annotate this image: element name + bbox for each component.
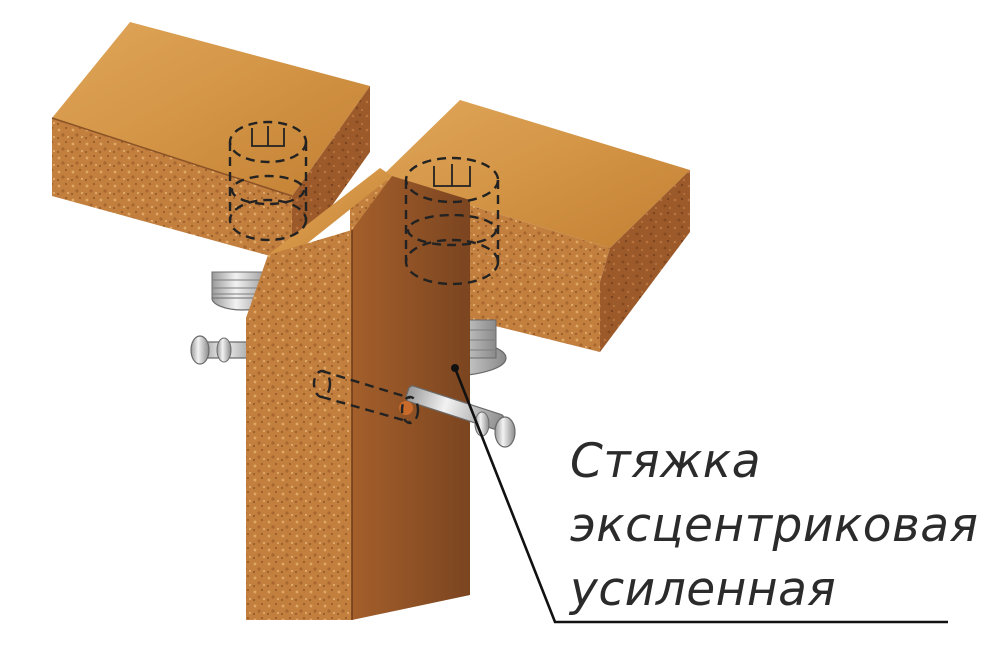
callout-leader [451, 364, 948, 624]
callout-label: Стяжка эксцентриковая усиленная [570, 430, 978, 622]
right-bolt [399, 385, 516, 448]
hidden-dowel [312, 369, 420, 425]
callout-line-3: усиленная [570, 562, 837, 617]
hidden-cam-left [228, 120, 308, 242]
left-bolt [190, 335, 261, 365]
callout-line-1: Стяжка [570, 434, 761, 489]
left-panel [51, 22, 370, 262]
hidden-cam-right [404, 156, 500, 286]
callout-line-2: эксцентриковая [570, 498, 979, 553]
